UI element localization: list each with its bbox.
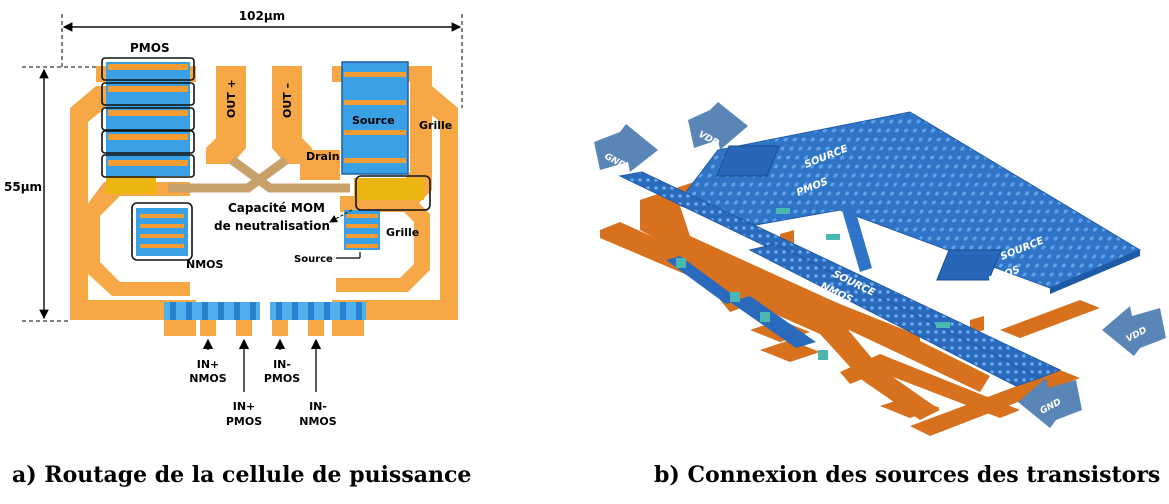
pin-1-line2: NMOS xyxy=(189,372,227,385)
pin-2-line1: IN+ xyxy=(233,400,256,413)
pmos-label: PMOS xyxy=(130,41,170,55)
grille-top-label: Grille xyxy=(419,119,452,132)
figure-a-layout: 102µm 55µm xyxy=(0,0,560,500)
grille-bottom-label: Grille xyxy=(386,226,419,239)
gnd-bottom-arrow: GND xyxy=(1018,378,1082,428)
height-label: 55µm xyxy=(4,180,42,194)
capacitor-outline xyxy=(355,175,431,211)
caption-b: b) Connexion des sources des transistors xyxy=(654,462,1161,488)
figure-b-3d-stack: SOURCE PMOS SOURCE PMOS SOURCE NMOS VDD … xyxy=(580,0,1169,500)
out-plus-label: OUT + xyxy=(225,79,238,118)
nmos-left-array: NMOS xyxy=(131,202,224,271)
layout-drawing: 102µm 55µm xyxy=(4,9,463,428)
out-minus-label: OUT – xyxy=(281,83,294,118)
nmos-right-array xyxy=(344,210,380,250)
width-dimension: 102µm xyxy=(61,9,463,108)
caption-a: a) Routage de la cellule de puissance xyxy=(12,462,472,488)
pmos-left-array: PMOS xyxy=(101,41,195,178)
pin-3-line1: IN- xyxy=(273,358,291,371)
pin-1-line1: IN+ xyxy=(197,358,220,371)
drain-label: Drain xyxy=(306,150,340,163)
capacitor-label-2: de neutralisation xyxy=(214,219,330,233)
vdd-bottom-arrow: VDD xyxy=(1102,306,1166,356)
nmos-label: NMOS xyxy=(186,258,224,271)
pmos-right-array: Source xyxy=(341,61,409,175)
input-pins: IN+ NMOS IN+ PMOS IN- PMOS IN- NMOS xyxy=(189,338,337,428)
input-bars xyxy=(164,302,366,320)
pin-3-line2: PMOS xyxy=(264,372,300,385)
capacitor-label-1: Capacité MOM xyxy=(228,201,325,215)
vdd-top-arrow: VDD xyxy=(688,102,748,150)
rail-arrows: VDD GND VDD GND xyxy=(594,102,1166,428)
pin-4-line1: IN- xyxy=(309,400,327,413)
gnd-top-arrow: GND xyxy=(594,124,658,172)
width-label: 102µm xyxy=(239,9,285,23)
nmos-source-plate xyxy=(618,171,1062,387)
height-dimension: 55µm xyxy=(4,66,110,322)
source-top-label: Source xyxy=(352,114,395,127)
stack-drawing: SOURCE PMOS SOURCE PMOS SOURCE NMOS VDD … xyxy=(594,102,1166,436)
pin-2-line2: PMOS xyxy=(226,415,262,428)
cross-connections xyxy=(168,156,350,193)
pmos-source-plate xyxy=(679,111,1142,294)
capacitor-arrow xyxy=(329,209,353,223)
pin-4-line2: NMOS xyxy=(299,415,337,428)
source-bottom-label: Source xyxy=(294,254,333,265)
